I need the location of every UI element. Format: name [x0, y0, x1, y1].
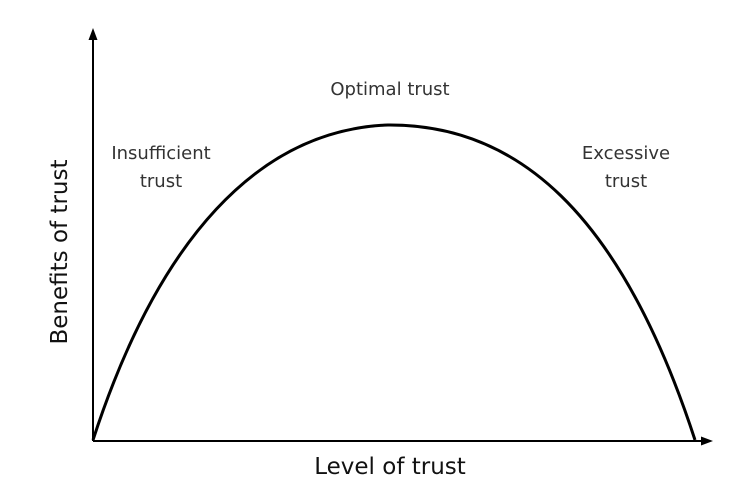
zone-label-insufficient-line1: Insufficient [111, 143, 210, 164]
zone-label-excessive-line1: Excessive [582, 143, 670, 164]
x-axis-title: Level of trust [314, 454, 466, 480]
y-axis-title: Benefits of trust [47, 160, 73, 345]
zone-label-excessive-line2: trust [605, 171, 647, 192]
zone-label-optimal: Optimal trust [330, 79, 449, 100]
zone-label-insufficient-line2: trust [140, 171, 182, 192]
y-axis-arrow-icon [88, 28, 98, 40]
benefit-curve [91, 123, 697, 441]
x-axis-arrow-icon [701, 436, 713, 446]
